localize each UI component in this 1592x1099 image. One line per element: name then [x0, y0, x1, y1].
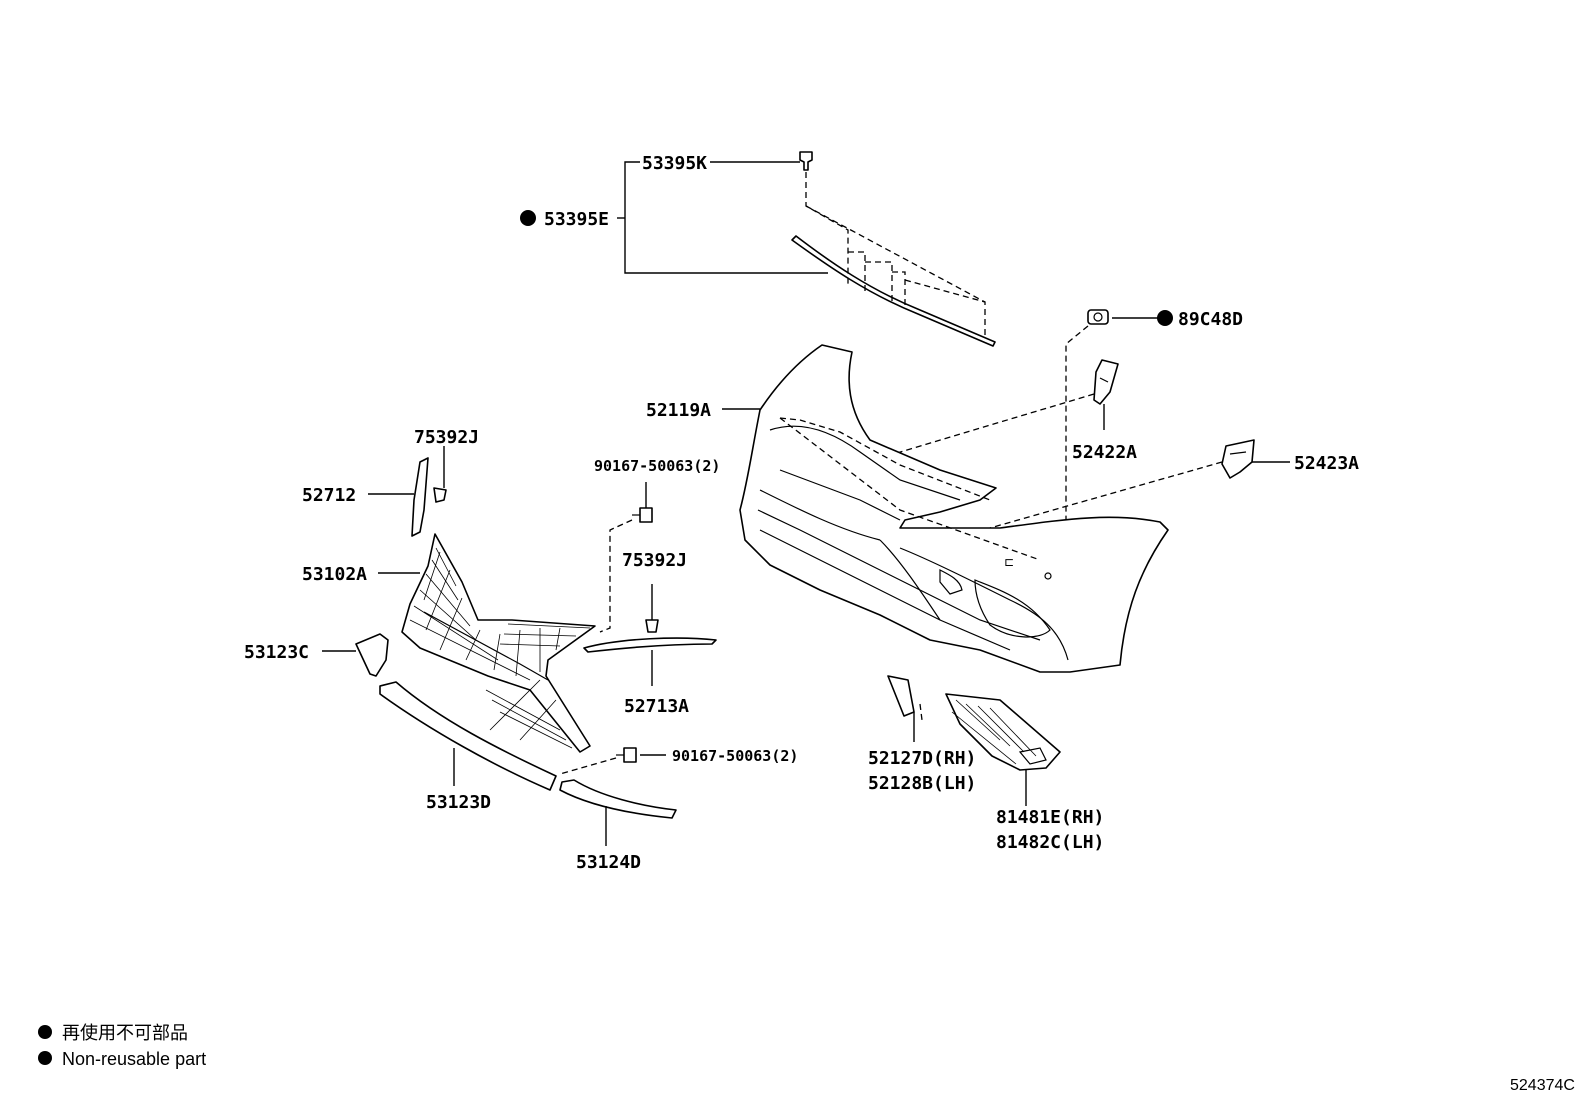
- label-53124D: 53124D: [576, 852, 641, 873]
- legend-text-en: Non-reusable part: [62, 1049, 206, 1069]
- label-53123C: 53123C: [244, 642, 309, 663]
- label-53395K: 53395K: [642, 153, 707, 174]
- svg-text:⊏: ⊏: [1004, 555, 1014, 569]
- label-89C48D: 89C48D: [1178, 309, 1243, 330]
- part-52423A-bracket: [989, 439, 1290, 529]
- label-75392J-a: 75392J: [414, 427, 479, 448]
- label-52713A: 52713A: [624, 696, 689, 717]
- label-52422A: 52422A: [1072, 442, 1137, 463]
- label-53123D: 53123D: [426, 792, 491, 813]
- legend: 再使用不可部品 Non-reusable part: [38, 1023, 206, 1069]
- label-53395E: 53395E: [544, 209, 609, 230]
- part-53123D-strip: [379, 681, 557, 791]
- label-90167-b: 90167-50063(2): [672, 747, 798, 765]
- label-52423A: 52423A: [1294, 453, 1359, 474]
- non-reusable-bullet: [1157, 310, 1173, 326]
- part-90167-bolt-a: [599, 482, 653, 633]
- legend-bullet-icon: [38, 1025, 52, 1039]
- part-52712-trim: [368, 457, 429, 537]
- label-53102A: 53102A: [302, 564, 367, 585]
- label-52119A: 52119A: [646, 400, 711, 421]
- part-53395-moulding: [617, 151, 996, 347]
- label-81482C: 81482C(LH): [996, 832, 1104, 853]
- label-52127D: 52127D(RH): [868, 748, 976, 769]
- part-90167-bolt-b: [559, 747, 666, 775]
- part-75392J-clip-b: [645, 584, 659, 633]
- label-52128B: 52128B(LH): [868, 773, 976, 794]
- label-90167-a: 90167-50063(2): [594, 457, 720, 475]
- non-reusable-bullet: [520, 210, 536, 226]
- part-53123C-trim: [322, 633, 389, 677]
- part-53124D-trim: [559, 779, 677, 846]
- part-75392J-clip-a: [433, 446, 447, 503]
- part-52713A-trim: [583, 637, 717, 686]
- label-81481E: 81481E(RH): [996, 807, 1104, 828]
- part-81481E-fog-cover: [945, 693, 1061, 806]
- diagram-reference-number: 524374C: [1510, 1077, 1575, 1094]
- label-52712: 52712: [302, 485, 356, 506]
- part-53102A-grille: [378, 533, 596, 753]
- label-75392J-b: 75392J: [622, 550, 687, 571]
- legend-text-jp: 再使用不可部品: [62, 1023, 188, 1043]
- legend-bullet-icon: [38, 1051, 52, 1065]
- part-52119A-bumper-cover: ⊏: [722, 344, 1169, 673]
- part-52127D-cover: [887, 675, 923, 742]
